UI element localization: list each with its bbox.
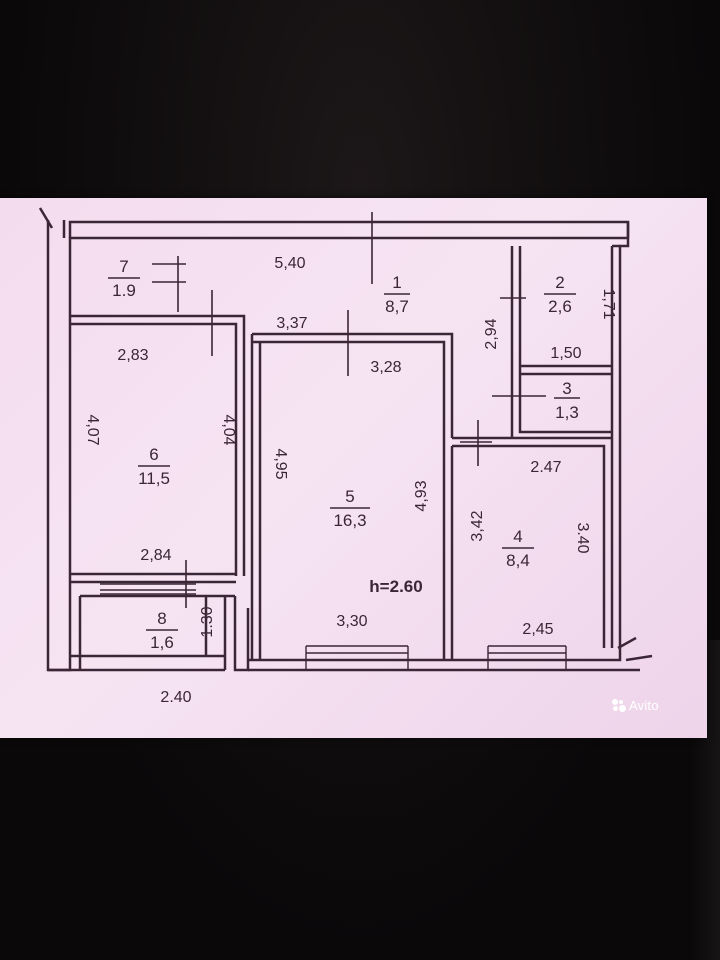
room-2-number: 2 [555,273,564,292]
room-5-number: 5 [345,487,354,506]
avito-dots-icon [612,698,626,713]
door-ticks [152,212,546,608]
dim-4-95: 4,95 [272,448,289,479]
dim-3-30: 3,30 [336,613,367,630]
dim-2-94: 2,94 [483,318,500,349]
room-6-number: 6 [149,445,158,464]
room-labels: 7 1.9 1 8,7 2 2,6 3 1,3 6 11,5 5 16,3 4 … [112,257,579,652]
room-6-area: 11,5 [138,469,170,488]
room-8-area: 1,6 [150,633,174,652]
room-1-number: 1 [392,273,401,292]
room-3-area: 1,3 [555,403,579,422]
dim-2-83: 2,83 [117,347,148,364]
dim-2-84: 2,84 [140,547,171,564]
outer-walls [38,207,653,672]
room-8-number: 8 [157,609,166,628]
room-4-area: 8,4 [506,551,530,570]
dim-3-42: 3,42 [469,510,486,541]
avito-watermark-text: Avito [629,698,659,713]
room-3-number: 3 [562,379,571,398]
interior-walls [70,246,612,670]
room-2-area: 2,6 [548,297,572,316]
dim-3-37: 3,37 [276,315,307,332]
room-7-area: 1.9 [112,281,136,300]
room-5-area: 16,3 [333,511,366,530]
windows [100,583,567,670]
floor-plan-sheet: 7 1.9 1 8,7 2 2,6 3 1,3 6 11,5 5 16,3 4 … [0,198,707,738]
room-1-area: 8,7 [385,297,409,316]
avito-watermark: Avito [612,698,659,713]
room-fraction-lines [108,277,580,631]
room-7-number: 7 [119,257,128,276]
dim-4-04: 4,04 [220,414,237,445]
ceiling-height: h=2.60 [369,577,422,596]
dim-3-40: 3.40 [574,522,591,553]
dim-2-40: 2.40 [160,689,191,706]
dim-2-47: 2.47 [530,459,561,476]
dim-2-45: 2,45 [522,621,553,638]
dim-3-28: 3,28 [370,359,401,376]
screen-glare [690,640,720,960]
dim-1-71: 1,71 [600,288,617,319]
dim-1-30: 1.30 [199,606,216,637]
dim-4-93: 4,93 [413,480,430,511]
dim-5-40: 5,40 [274,255,305,272]
dimension-labels: 5,40 3,37 3,28 2,94 1,71 1,50 2,83 4,07 … [84,255,617,706]
dim-1-50: 1,50 [550,345,581,362]
dim-4-07: 4,07 [84,414,101,445]
room-4-number: 4 [513,527,522,546]
floor-plan-drawing: 7 1.9 1 8,7 2 2,6 3 1,3 6 11,5 5 16,3 4 … [38,207,653,706]
